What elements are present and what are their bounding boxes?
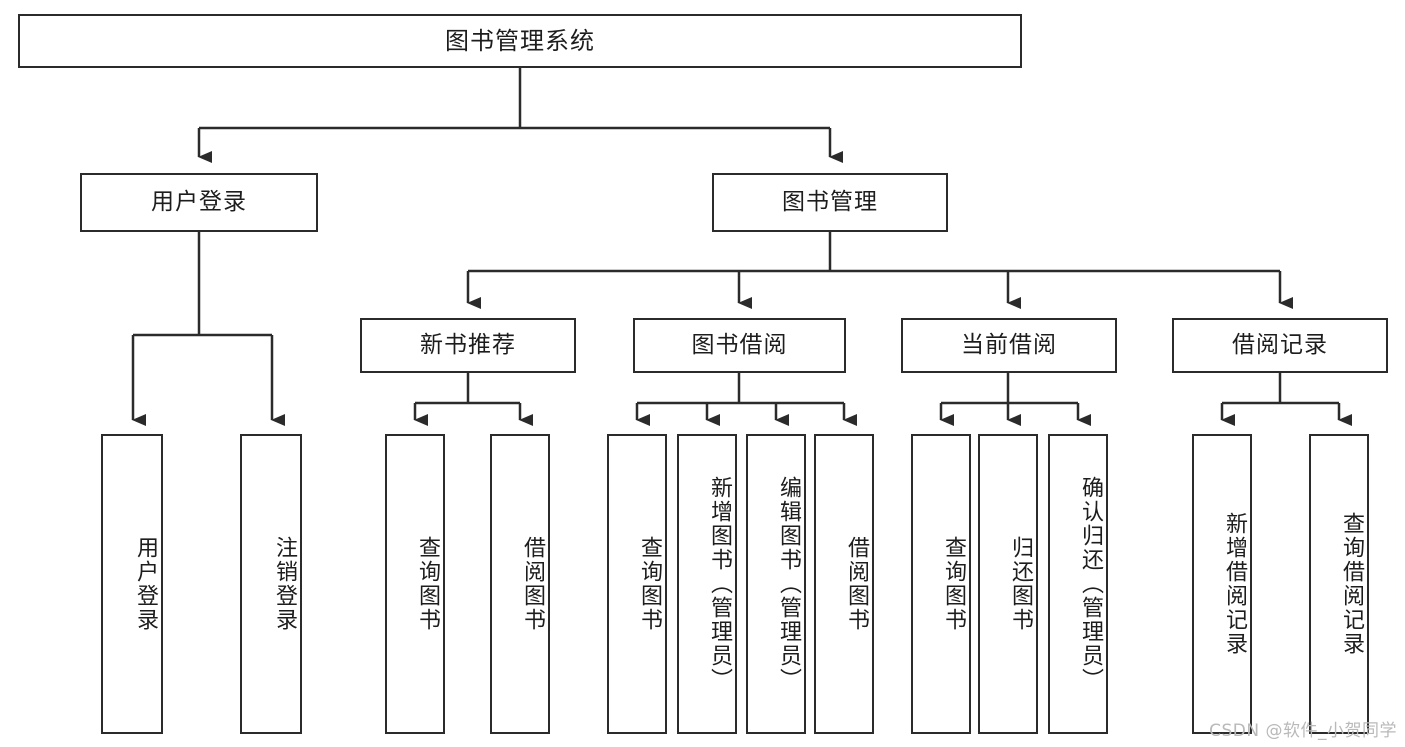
leaf-query-book-3[interactable]: 查询图书 [911,434,971,734]
node-current-borrow[interactable]: 当前借阅 [901,318,1117,373]
node-book-manage[interactable]: 图书管理 [712,173,948,232]
leaf-user-login[interactable]: 用户登录 [101,434,163,734]
node-borrow-record[interactable]: 借阅记录 [1172,318,1388,373]
leaf-label: 确认归还（管理员） [1078,476,1103,692]
leaf-label: 用户登录 [133,536,158,632]
leaf-label: 借阅图书 [844,536,869,632]
leaf-query-book-2[interactable]: 查询图书 [607,434,667,734]
node-new-book-recommend[interactable]: 新书推荐 [360,318,576,373]
csdn-watermark: CSDN @软件_小贺同学 [1209,721,1397,741]
leaf-label: 新增图书（管理员） [707,476,732,692]
leaf-add-book[interactable]: 新增图书（管理员） [677,434,737,734]
leaf-label: 归还图书 [1008,536,1033,632]
leaf-label: 新增借阅记录 [1222,512,1247,656]
leaf-borrow-book-1[interactable]: 借阅图书 [490,434,550,734]
node-user-login[interactable]: 用户登录 [80,173,318,232]
leaf-edit-book[interactable]: 编辑图书（管理员） [746,434,806,734]
leaf-add-record[interactable]: 新增借阅记录 [1192,434,1252,734]
node-root[interactable]: 图书管理系统 [18,14,1022,68]
leaf-confirm-return[interactable]: 确认归还（管理员） [1048,434,1108,734]
leaf-label: 查询图书 [637,536,662,632]
leaf-label: 查询借阅记录 [1339,512,1364,656]
leaf-borrow-book-2[interactable]: 借阅图书 [814,434,874,734]
leaf-query-book-1[interactable]: 查询图书 [385,434,445,734]
leaf-label: 编辑图书（管理员） [776,476,801,692]
leaf-label: 借阅图书 [520,536,545,632]
leaf-query-record[interactable]: 查询借阅记录 [1309,434,1369,734]
leaf-label: 查询图书 [415,536,440,632]
leaf-logout-login[interactable]: 注销登录 [240,434,302,734]
leaf-label: 注销登录 [272,536,297,632]
node-book-borrow[interactable]: 图书借阅 [633,318,846,373]
leaf-label: 查询图书 [941,536,966,632]
leaf-return-book[interactable]: 归还图书 [978,434,1038,734]
